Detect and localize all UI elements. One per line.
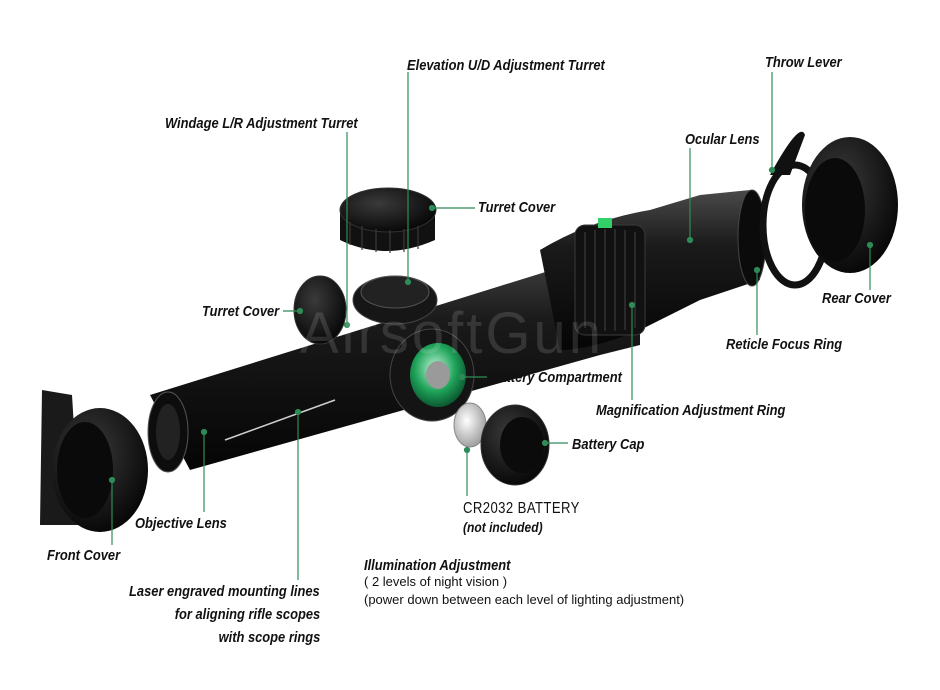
laser-mounting-line [224, 399, 336, 441]
turret-cover-left [293, 275, 347, 345]
label-illumination-title: Illumination Adjustment [364, 557, 511, 574]
label-illumination-line1: ( 2 levels of night vision ) [364, 574, 508, 589]
label-battery-cap: Battery Cap [572, 436, 645, 453]
label-battery-compartment: Battery Compartment [490, 369, 622, 386]
throw-lever [770, 131, 805, 175]
label-objective-lens: Objective Lens [135, 515, 227, 532]
turret-cover-top [339, 187, 437, 253]
elevation-turret [352, 275, 438, 325]
label-magnification-ring: Magnification Adjustment Ring [596, 402, 786, 419]
label-turret-cover-left: Turret Cover [202, 303, 280, 320]
label-illumination-line2: (power down between each level of lighti… [364, 592, 685, 607]
front-cover [40, 390, 148, 532]
label-battery-note: (not included) [463, 519, 543, 535]
label-laser-line1: Laser engraved mounting lines [129, 583, 320, 600]
label-laser-line3: with scope rings [218, 629, 320, 646]
leader-lines [108, 72, 874, 580]
label-turret-cover-top: Turret Cover [478, 199, 556, 216]
label-laser-line2: for aligning rifle scopes [174, 606, 320, 623]
label-windage-turret: Windage L/R Adjustment Turret [165, 115, 358, 132]
label-reticle-focus-ring: Reticle Focus Ring [726, 336, 843, 353]
label-battery-name: CR2032 BATTERY [463, 500, 580, 517]
label-ocular-lens: Ocular Lens [685, 131, 760, 148]
level-bubble [598, 218, 612, 228]
label-rear-cover: Rear Cover [822, 290, 891, 307]
label-elevation-turret: Elevation U/D Adjustment Turret [407, 57, 605, 74]
rear-cover [759, 131, 898, 289]
battery-compartment [389, 328, 475, 422]
label-throw-lever: Throw Lever [765, 54, 842, 71]
label-front-cover: Front Cover [47, 547, 121, 564]
watermark: AirsoftGun [300, 301, 604, 366]
battery-cap [480, 404, 550, 486]
